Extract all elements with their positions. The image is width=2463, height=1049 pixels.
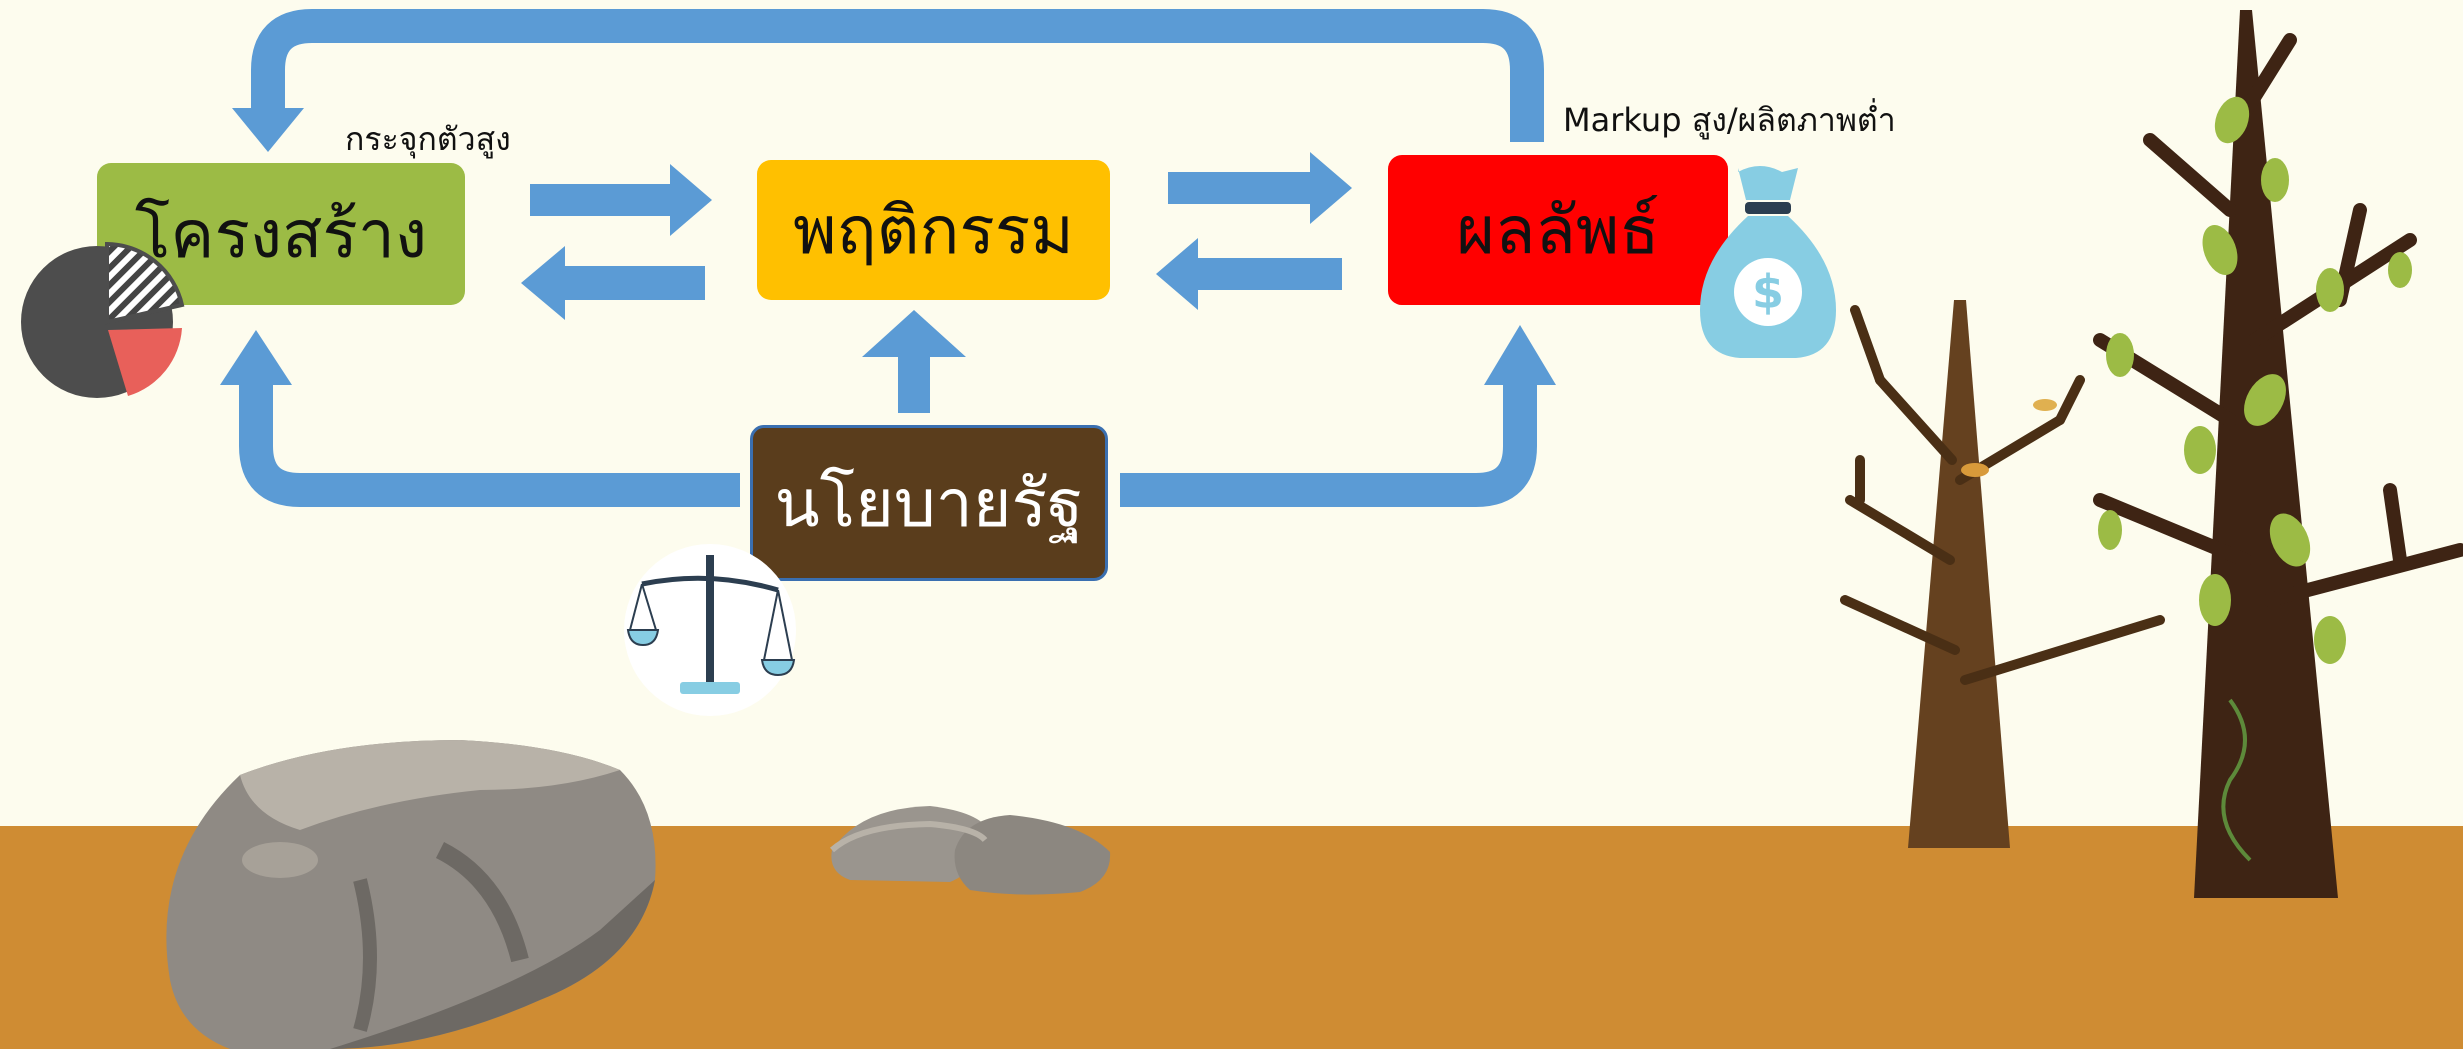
performance-box: ผลลัพธ์ <box>1388 155 1728 305</box>
performance-label: ผลลัพธ์ <box>1456 191 1660 269</box>
conduct-to-structure-arrow <box>521 246 705 320</box>
feedback-arrowhead <box>232 108 304 152</box>
conduct-label: พฤติกรรม <box>793 191 1074 269</box>
svg-text:$: $ <box>1752 265 1784 319</box>
performance-to-conduct-arrow <box>1156 238 1342 310</box>
structure-note: กระจุกตัวสูง <box>345 120 511 158</box>
performance-up-arrowhead <box>1484 325 1556 385</box>
conduct-box: พฤติกรรม <box>757 160 1110 300</box>
feedback-arrow-line <box>251 9 1544 142</box>
policy-label: นโยบายรัฐ <box>774 464 1084 542</box>
performance-note: Markup สูง/ผลิตภาพต่ำ <box>1563 101 1896 139</box>
structure-to-conduct-arrow <box>530 164 712 236</box>
structure-up-arrowhead <box>220 330 292 385</box>
policy-to-conduct-shaft <box>898 355 930 413</box>
structure-box: โครงสร้าง <box>97 163 465 305</box>
policy-to-structure-line <box>239 385 740 507</box>
policy-box: นโยบายรัฐ <box>750 425 1108 581</box>
structure-label: โครงสร้าง <box>134 195 428 273</box>
policy-to-performance-line <box>1120 385 1537 507</box>
conduct-up-arrowhead <box>862 310 966 357</box>
conduct-to-performance-arrow <box>1168 152 1352 224</box>
